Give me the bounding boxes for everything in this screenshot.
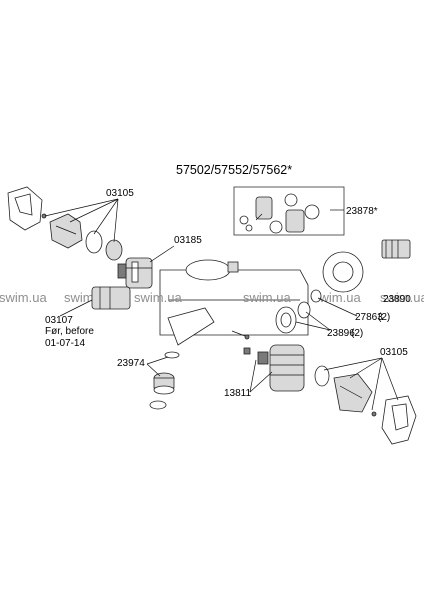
label-right-partial: 23890 (383, 294, 411, 305)
thermostat-cartridge (117, 257, 153, 289)
inset-cartridge (239, 193, 320, 234)
watermark-1: swim.ua (0, 290, 47, 305)
left-handle (7, 186, 43, 231)
leaders-23896 (295, 297, 358, 331)
small-plug (243, 347, 251, 355)
label-03105-top: 03105 (106, 188, 134, 199)
leaders-03105-top (44, 198, 119, 243)
right-rings (275, 289, 322, 334)
label-03107: 03107 (45, 315, 73, 326)
label-13811: 13811 (224, 388, 252, 399)
label-03185: 03185 (174, 235, 202, 246)
nut-1 (105, 239, 123, 261)
old-part-03107 (91, 286, 131, 310)
screw-middle (231, 330, 250, 340)
leader-03107 (59, 299, 93, 317)
leader-03185 (149, 245, 175, 263)
ring-1 (85, 230, 103, 254)
label-23878: 23878* (346, 206, 378, 217)
right-connector (322, 239, 411, 293)
spline-adaptor (49, 213, 83, 249)
label-23896-qty: (2) (351, 328, 363, 339)
leaders-03105-bottom (323, 357, 399, 411)
right-handle-assembly (314, 365, 417, 445)
inset-box (233, 186, 345, 236)
watermark-6: swim.ua (380, 290, 424, 305)
diagram-title: 57502/57552/57562* (176, 163, 292, 177)
aerator (149, 351, 180, 410)
watermark-4: swim.ua (243, 290, 291, 305)
spout (167, 307, 215, 346)
label-03105-bottom: 03105 (380, 347, 408, 358)
label-03107-note2: 01-07-14 (45, 338, 85, 349)
label-23974: 23974 (117, 358, 145, 369)
watermark-3: swim.ua (134, 290, 182, 305)
label-23896: 23896 (327, 328, 355, 339)
leaders-13811 (249, 359, 273, 393)
label-27863-qty: (2) (378, 312, 390, 323)
leaders-23974 (146, 356, 169, 377)
cartridge-13811 (257, 344, 305, 392)
label-27863: 27863 (355, 312, 383, 323)
label-03107-note1: Før, before (45, 326, 94, 337)
